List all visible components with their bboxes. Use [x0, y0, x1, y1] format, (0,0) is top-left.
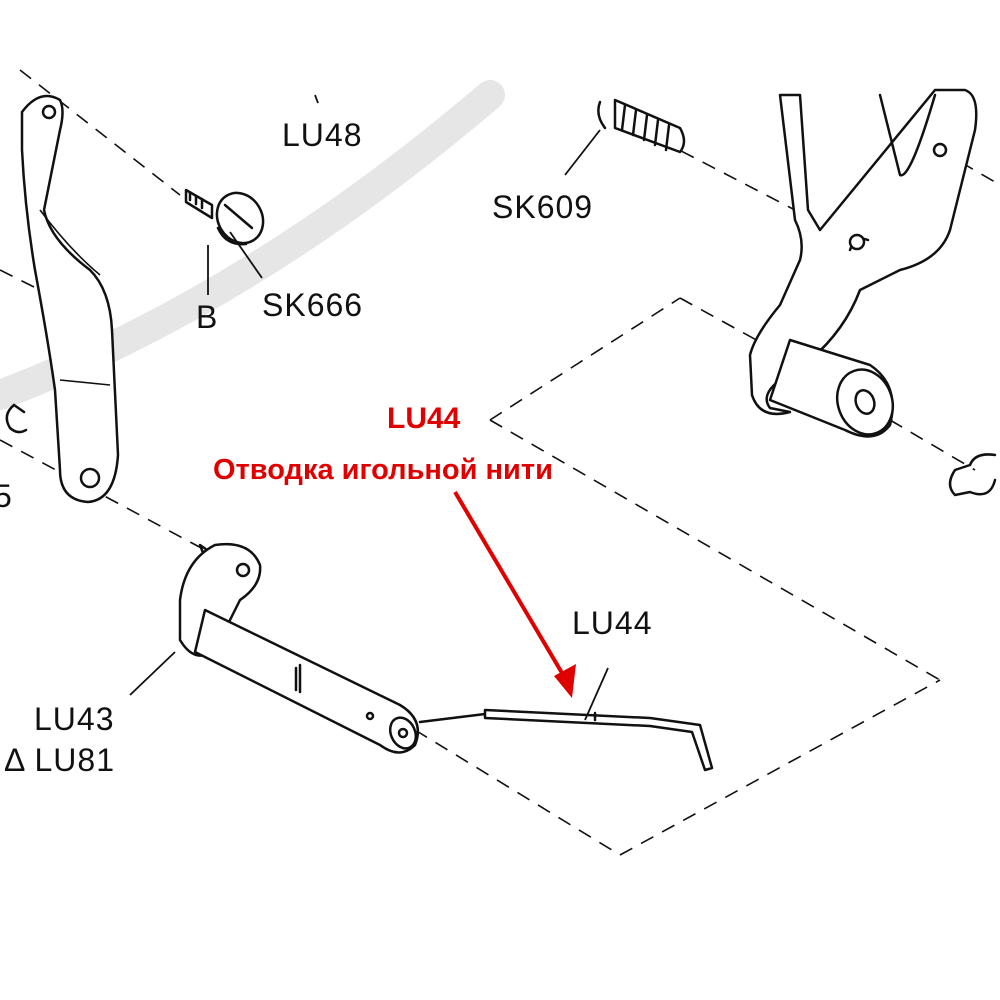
callout-arrow: [453, 490, 576, 698]
label-b: B: [196, 299, 218, 335]
callout-code: LU44: [387, 402, 461, 435]
right-lever: [748, 88, 978, 438]
label-lu43: LU43: [34, 701, 115, 737]
lu48-arm: [20, 94, 120, 504]
callout-description: Отводка игольной нити: [213, 454, 553, 486]
label-lu48: LU48: [282, 117, 363, 153]
lu44-wire: [418, 708, 714, 772]
label-sk609: SK609: [492, 189, 593, 225]
label-lu44: LU44: [572, 605, 653, 641]
label-lu81: Δ LU81: [4, 742, 115, 778]
sk609-screw: [597, 98, 686, 154]
label-left-edge-fragment: 5: [0, 478, 13, 514]
assembly-dashed-lines: [0, 69, 1000, 856]
leader-lines: [129, 94, 609, 721]
lu43-shaft: [178, 542, 420, 754]
sk666-screw: [184, 188, 265, 246]
label-sk666: SK666: [262, 287, 363, 323]
c-clip-right: [948, 453, 997, 497]
c-clip-left: [5, 403, 28, 434]
